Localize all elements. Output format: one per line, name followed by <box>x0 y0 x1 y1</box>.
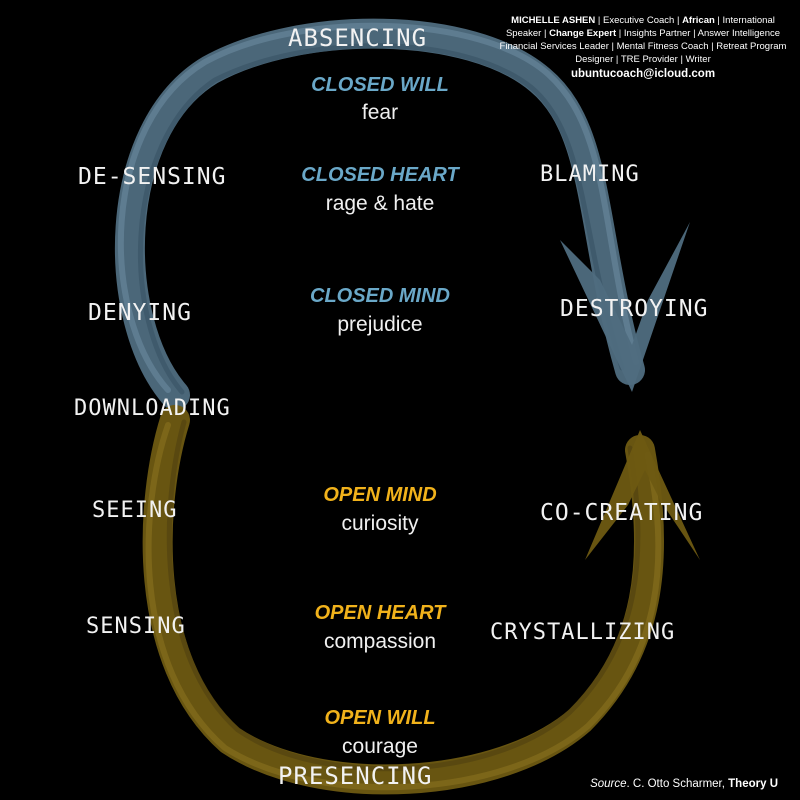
credit-role1: Executive Coach <box>603 15 675 26</box>
open-heart-title: OPEN HEART <box>314 602 446 624</box>
closed-heart-sub: rage & hate <box>325 192 435 215</box>
author-credit: MICHELLE ASHEN | Executive Coach | Afric… <box>499 15 787 80</box>
credit-role2: International Speaker <box>505 15 775 39</box>
open-mind-title: OPEN MIND <box>323 484 437 506</box>
stage-crystallizing: CRYSTALLIZING <box>490 620 676 645</box>
closed-heart-title: CLOSED HEART <box>301 164 459 186</box>
closed-mind-title: CLOSED MIND <box>310 285 450 307</box>
stage-absencing: ABSENCING <box>288 24 428 52</box>
open-arrowhead <box>585 430 700 560</box>
credit-rest: Insights Partner | Answer Intelligence F… <box>499 28 787 65</box>
closed-mind-sub: prejudice <box>337 313 423 336</box>
source-citation: Source. C. Otto Scharmer, Theory U <box>590 778 778 790</box>
open-will-title: OPEN WILL <box>324 707 436 729</box>
credit-african: African <box>682 15 715 26</box>
closed-loop-arc <box>115 18 645 410</box>
closed-will-sub: fear <box>361 101 399 124</box>
stage-downloading: DOWNLOADING <box>74 396 231 421</box>
stage-de-sensing: DE-SENSING <box>78 164 227 190</box>
stage-seeing: SEEING <box>92 498 178 523</box>
closed-arrowhead <box>560 222 690 392</box>
closed-will-title: CLOSED WILL <box>311 74 449 96</box>
credit-change: Change Expert <box>549 28 617 39</box>
source-label: Source <box>590 778 627 790</box>
credit-email[interactable]: ubuntucoach@icloud.com <box>570 68 716 80</box>
stage-presencing: PRESENCING <box>278 762 433 790</box>
open-heart-sub: compassion <box>323 630 437 653</box>
open-loop-arc <box>142 405 665 795</box>
stage-destroying: DESTROYING <box>560 296 709 322</box>
stage-co-creating: CO-CREATING <box>540 500 704 526</box>
source-author: . C. Otto Scharmer, <box>626 778 729 790</box>
open-mind-sub: curiosity <box>341 512 419 535</box>
stage-denying: DENYING <box>88 300 192 326</box>
source-work: Theory U <box>728 778 778 790</box>
stage-blaming: BLAMING <box>540 162 640 187</box>
credit-name: MICHELLE ASHEN <box>511 15 596 26</box>
stage-sensing: SENSING <box>86 614 186 639</box>
open-will-sub: courage <box>342 735 418 758</box>
